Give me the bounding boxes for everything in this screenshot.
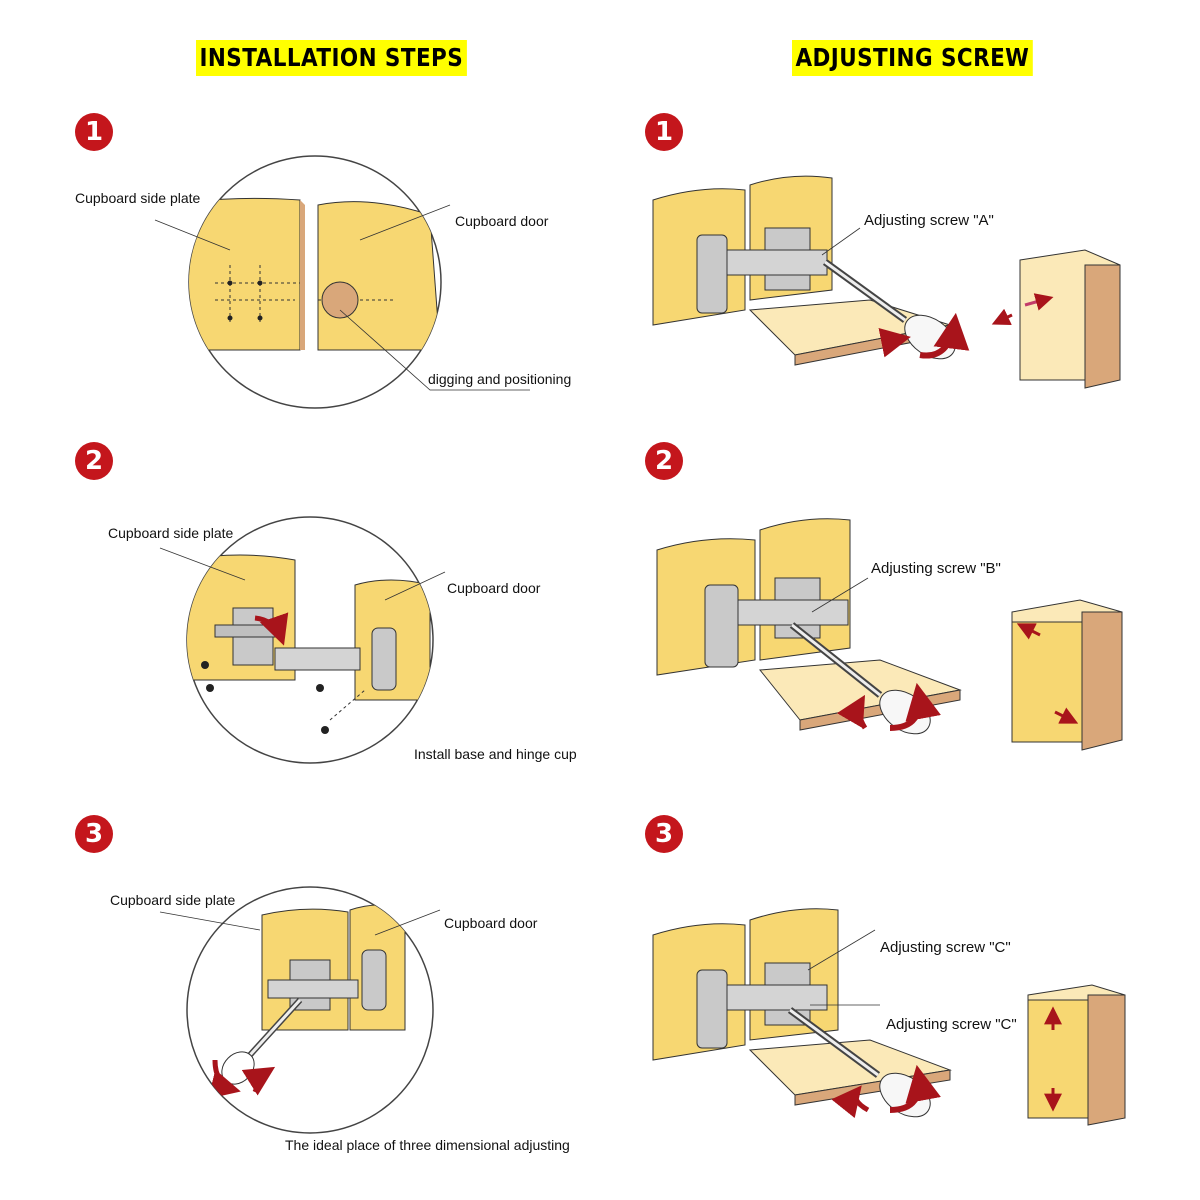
adjust-3-screw-c-label-lower: Adjusting screw "C" <box>886 1016 1017 1033</box>
install-1-side-plate-label: Cupboard side plate <box>75 190 201 206</box>
adjust-3-screw-c-label-upper: Adjusting screw "C" <box>880 939 1011 956</box>
adjust-step-1-diagram <box>652 175 1121 389</box>
install-1-door-label: Cupboard door <box>455 213 549 229</box>
install-step-2-diagram <box>159 516 446 764</box>
adjust-1-screw-a-label: Adjusting screw "A" <box>864 212 994 229</box>
install-2-door-label: Cupboard door <box>447 580 541 596</box>
install-2-note-label: Install base and hinge cup <box>414 746 577 762</box>
adjust-2-screw-b-label: Adjusting screw "B" <box>871 560 1001 577</box>
install-step-3-badge: 3 <box>75 815 113 853</box>
install-3-note-label: The ideal place of three dimensional adj… <box>285 1137 570 1153</box>
adjust-step-1-badge: 1 <box>645 113 683 151</box>
install-step-1-badge: 1 <box>75 113 113 151</box>
adjust-step-3-badge: 3 <box>645 815 683 853</box>
install-2-side-plate-label: Cupboard side plate <box>108 525 234 541</box>
adjust-step-2-badge: 2 <box>645 442 683 480</box>
adjust-step-3-diagram <box>652 908 1126 1126</box>
install-step-1-diagram <box>154 155 530 409</box>
adjust-step-2-diagram <box>656 518 1123 751</box>
install-step-2-badge: 2 <box>75 442 113 480</box>
install-3-door-label: Cupboard door <box>444 915 538 931</box>
install-step-3-diagram <box>159 886 441 1134</box>
install-3-side-plate-label: Cupboard side plate <box>110 892 236 908</box>
adjusting-screw-heading: ADJUSTING SCREW <box>792 40 1033 76</box>
installation-steps-heading: INSTALLATION STEPS <box>196 40 467 76</box>
install-1-note-label: digging and positioning <box>428 371 572 387</box>
